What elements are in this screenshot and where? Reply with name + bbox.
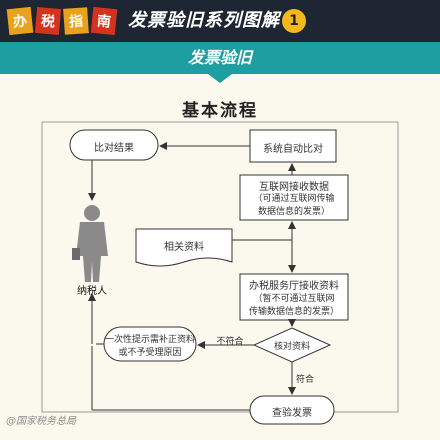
notify-reject-line-1: 一次性提示需补正资料 bbox=[104, 335, 195, 345]
hall-receive-line-3: 传输数据信息的发票） bbox=[248, 307, 339, 317]
check-invoice-label: 查验发票 bbox=[272, 408, 312, 419]
notify-reject-line-2: 或不予受理原因 bbox=[118, 348, 182, 358]
node-hall-receive bbox=[239, 273, 349, 321]
issue-number-badge: 1 bbox=[282, 9, 306, 33]
node-related-docs bbox=[135, 228, 233, 267]
subtitle: 发票验旧 bbox=[187, 48, 252, 67]
system-compare-label: 系统自动比对 bbox=[263, 144, 323, 155]
related-docs-label: 相关资料 bbox=[164, 242, 204, 253]
verify-docs-label: 核对资料 bbox=[273, 342, 310, 352]
subtitle-notch bbox=[208, 74, 232, 83]
node-compare-result bbox=[69, 129, 159, 161]
node-internet-receive bbox=[239, 174, 349, 221]
hall-receive-line-1: 办税服务厅接收资料 bbox=[249, 281, 339, 292]
internet-receive-line-2: （可通过互联网传输 bbox=[253, 194, 335, 204]
series-title: 发票验旧系列图解 bbox=[128, 10, 280, 31]
flow-connectors bbox=[88, 142, 296, 411]
edge-label-pass: 符合 bbox=[296, 375, 315, 385]
internet-receive-line-1: 互联网接收数据 bbox=[259, 182, 329, 193]
node-system-compare bbox=[249, 129, 337, 163]
edge-label-fail: 不符合 bbox=[216, 337, 244, 347]
subtitle-band bbox=[0, 42, 440, 74]
flowchart-frame bbox=[41, 121, 399, 413]
taxpayer-figure-icon bbox=[72, 205, 108, 282]
compare-result-label: 比对结果 bbox=[94, 143, 134, 154]
internet-receive-line-3: 数据信息的发票） bbox=[257, 207, 330, 217]
watermark: @国家税务总局 bbox=[6, 416, 76, 427]
taxpayer-label: 纳税人 bbox=[77, 286, 107, 297]
flowchart-title: 基本流程 bbox=[182, 101, 258, 121]
hall-receive-line-2: （暂不可通过互联网 bbox=[253, 294, 335, 304]
